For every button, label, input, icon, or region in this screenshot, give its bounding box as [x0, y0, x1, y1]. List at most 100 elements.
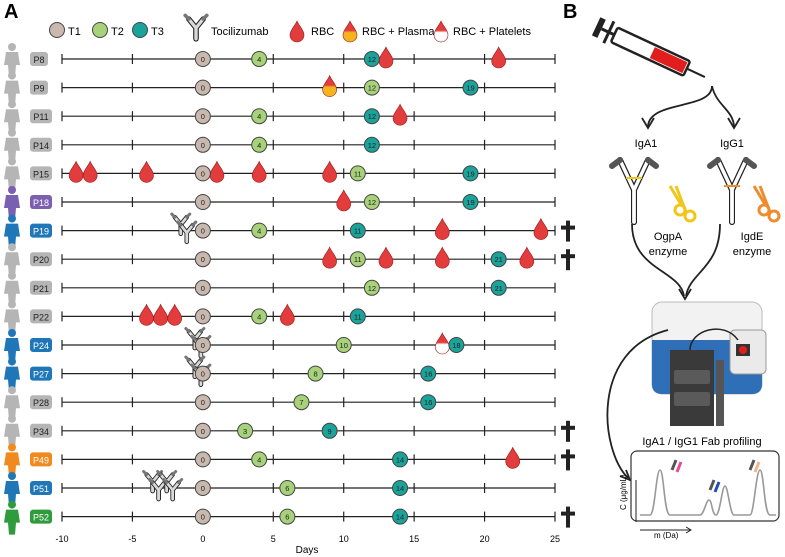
timepoint-day-label: 16 — [424, 398, 432, 407]
timepoint-day-label: 0 — [201, 513, 205, 522]
legend-rbc-drop-icon — [289, 20, 305, 43]
x-tick-label: 15 — [409, 534, 419, 544]
timepoint-t1-marker — [194, 394, 211, 411]
patient-badge — [30, 223, 52, 238]
timepoint-day-label: 21 — [494, 284, 502, 293]
person-icon — [4, 157, 20, 192]
patient-badge — [30, 395, 52, 410]
patient-id: P8 — [33, 55, 44, 65]
timepoint-t2-marker — [251, 108, 268, 125]
timepoint-day-label: 4 — [257, 141, 261, 150]
deceased-cross-icon — [561, 249, 575, 271]
timepoint-day-label: 4 — [257, 55, 261, 64]
patient-id: P24 — [33, 341, 49, 351]
timepoint-day-label: 9 — [328, 427, 332, 436]
tocilizumab-icon — [176, 220, 198, 244]
person-icon — [4, 43, 20, 77]
person-icon — [4, 300, 20, 335]
timepoint-day-label: 6 — [285, 513, 289, 522]
person-icon — [4, 128, 20, 163]
rbc-platelets-drop-icon — [435, 332, 450, 355]
patient-id: P11 — [33, 112, 48, 122]
timepoint-t3-marker — [363, 108, 380, 125]
patient-id: P49 — [33, 455, 49, 465]
rbc-drop-icon — [322, 160, 337, 183]
profile-x-axis-label: m (Da) — [654, 531, 679, 540]
timepoint-day-label: 16 — [424, 370, 432, 379]
rbc-drop-icon — [209, 160, 225, 183]
timepoint-day-label: 12 — [368, 141, 376, 150]
patient-badge — [30, 280, 52, 295]
deceased-cross-icon — [561, 420, 575, 442]
timepoint-day-label: 12 — [368, 284, 376, 293]
timepoint-day-label: 4 — [257, 227, 261, 236]
timepoint-day-label: 12 — [368, 55, 376, 64]
timepoint-t2-marker — [251, 136, 268, 153]
person-icon — [4, 472, 20, 506]
patient-id: P15 — [33, 169, 49, 179]
timepoint-day-label: 7 — [299, 398, 303, 407]
rbc-drop-icon — [378, 246, 394, 269]
timepoint-t2-marker — [279, 508, 296, 525]
igde-enzyme-label: enzyme — [733, 246, 772, 258]
patient-id: P20 — [33, 255, 49, 265]
timepoint-t1-marker — [194, 136, 211, 153]
timepoint-day-label: 0 — [201, 141, 205, 150]
timepoint-day-label: 4 — [257, 455, 261, 464]
timepoint-t1-marker — [194, 279, 211, 296]
timepoint-t3-marker — [420, 394, 437, 411]
timepoint-day-label: 12 — [368, 198, 376, 207]
rbc-drop-icon — [167, 303, 182, 326]
timepoint-day-label: 8 — [313, 370, 317, 379]
rbc-drop-icon — [491, 46, 506, 69]
timepoint-t1-marker — [194, 337, 211, 353]
rbc-drop-icon — [519, 246, 535, 269]
x-tick-label: 0 — [200, 534, 205, 544]
patient-id: P14 — [33, 141, 49, 151]
legend-antibody-icon — [183, 13, 209, 42]
iga1-antibody-icon — [609, 157, 659, 225]
patient-id: P18 — [33, 198, 49, 208]
patient-badge — [30, 195, 52, 209]
fab-fragment-icons — [670, 459, 761, 493]
igde-scissors-icon — [752, 185, 781, 223]
timepoint-t2-marker — [363, 79, 380, 96]
legend-t3-marker — [132, 22, 148, 38]
person-icon — [4, 443, 20, 478]
timepoint-day-label: 0 — [201, 341, 205, 350]
ogpa-enzyme-label: enzyme — [649, 246, 688, 258]
timepoint-day-label: 0 — [201, 398, 205, 407]
tocilizumab-icon — [162, 478, 184, 502]
timepoint-t2-marker — [349, 251, 366, 268]
timepoint-day-label: 19 — [466, 84, 474, 93]
person-icon — [4, 71, 20, 106]
timepoint-t3-marker — [420, 365, 437, 382]
deceased-cross-icon — [561, 449, 575, 471]
patient-id: P19 — [33, 227, 49, 237]
timepoint-day-label: 0 — [201, 312, 205, 321]
person-icon — [4, 329, 20, 363]
patient-badge — [30, 481, 52, 495]
timepoint-t2-marker — [349, 165, 366, 182]
timepoint-t3-marker — [349, 222, 366, 239]
legend-rbc-platelets-drop-icon — [433, 20, 449, 43]
patient-id: P9 — [33, 84, 44, 94]
iga1-label: IgA1 — [635, 138, 658, 150]
person-icon — [4, 386, 20, 421]
x-tick-label: -5 — [128, 534, 136, 544]
timepoint-day-label: 10 — [340, 341, 348, 350]
legend-antibody-glyph — [183, 13, 209, 42]
timepoint-day-label: 12 — [368, 84, 376, 93]
patient-badge — [30, 252, 52, 267]
timepoint-t3-marker — [462, 165, 479, 182]
